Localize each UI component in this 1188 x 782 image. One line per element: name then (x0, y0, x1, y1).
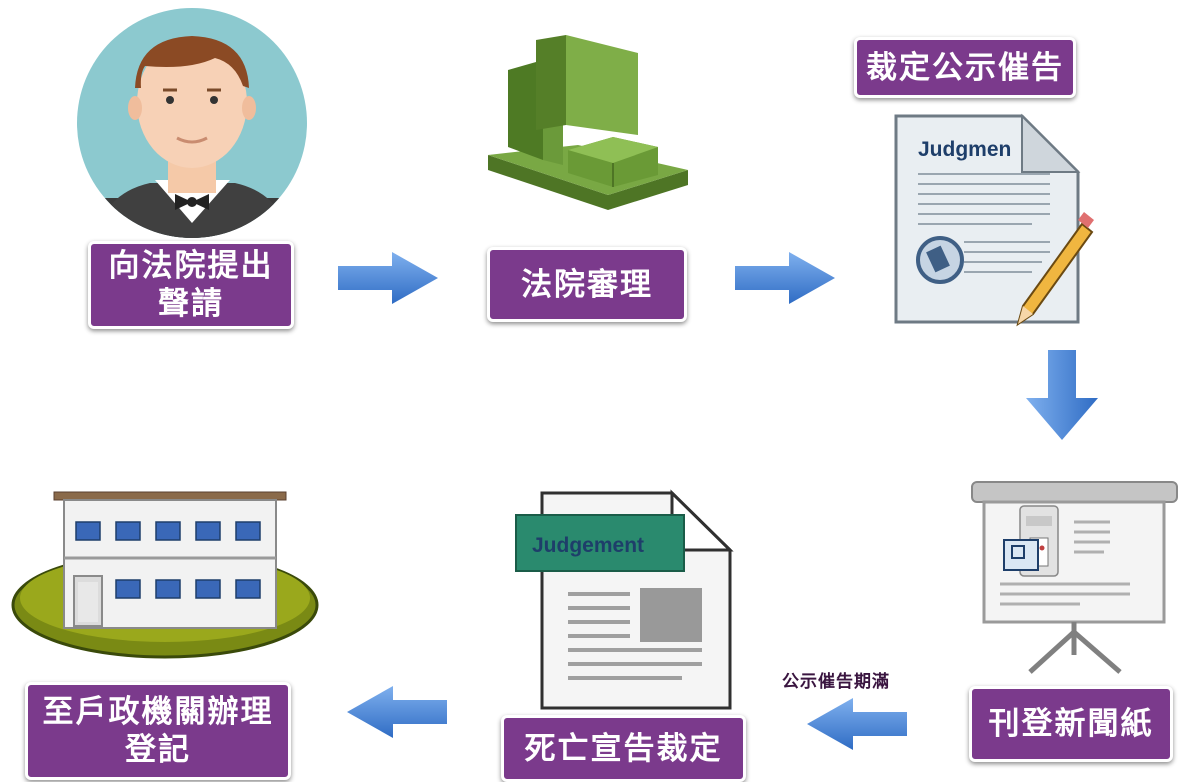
person-avatar-icon (77, 8, 307, 238)
step-court-review-label: 法院審理 (487, 247, 687, 322)
judgment-document-icon: Judgmen (894, 113, 1094, 327)
arrow-left-icon (807, 698, 907, 750)
judgement-document-icon: Judgement (515, 489, 734, 710)
step-newspaper-label: 刊登新聞紙 (969, 686, 1173, 762)
presentation-board-icon (971, 481, 1178, 674)
step-registration-label: 至戶政機關辦理 登記 (25, 682, 291, 780)
court-building-icon (488, 35, 688, 210)
arrow-down-icon (1026, 350, 1098, 440)
arrow-right-icon (735, 252, 835, 304)
arrow-right-icon (338, 252, 438, 304)
judgment-title-text: Judgmen (918, 138, 1011, 161)
step-file-petition-label: 向法院提出 聲請 (88, 241, 294, 329)
arrow-left-icon (347, 686, 447, 738)
office-building-icon (11, 491, 319, 659)
notice-period-expired-caption: 公示催告期滿 (782, 672, 890, 692)
step-death-ruling-label: 死亡宣告裁定 (501, 715, 746, 782)
step-public-notice-label: 裁定公示催告 (854, 37, 1076, 98)
judgement-title-text: Judgement (532, 534, 644, 557)
